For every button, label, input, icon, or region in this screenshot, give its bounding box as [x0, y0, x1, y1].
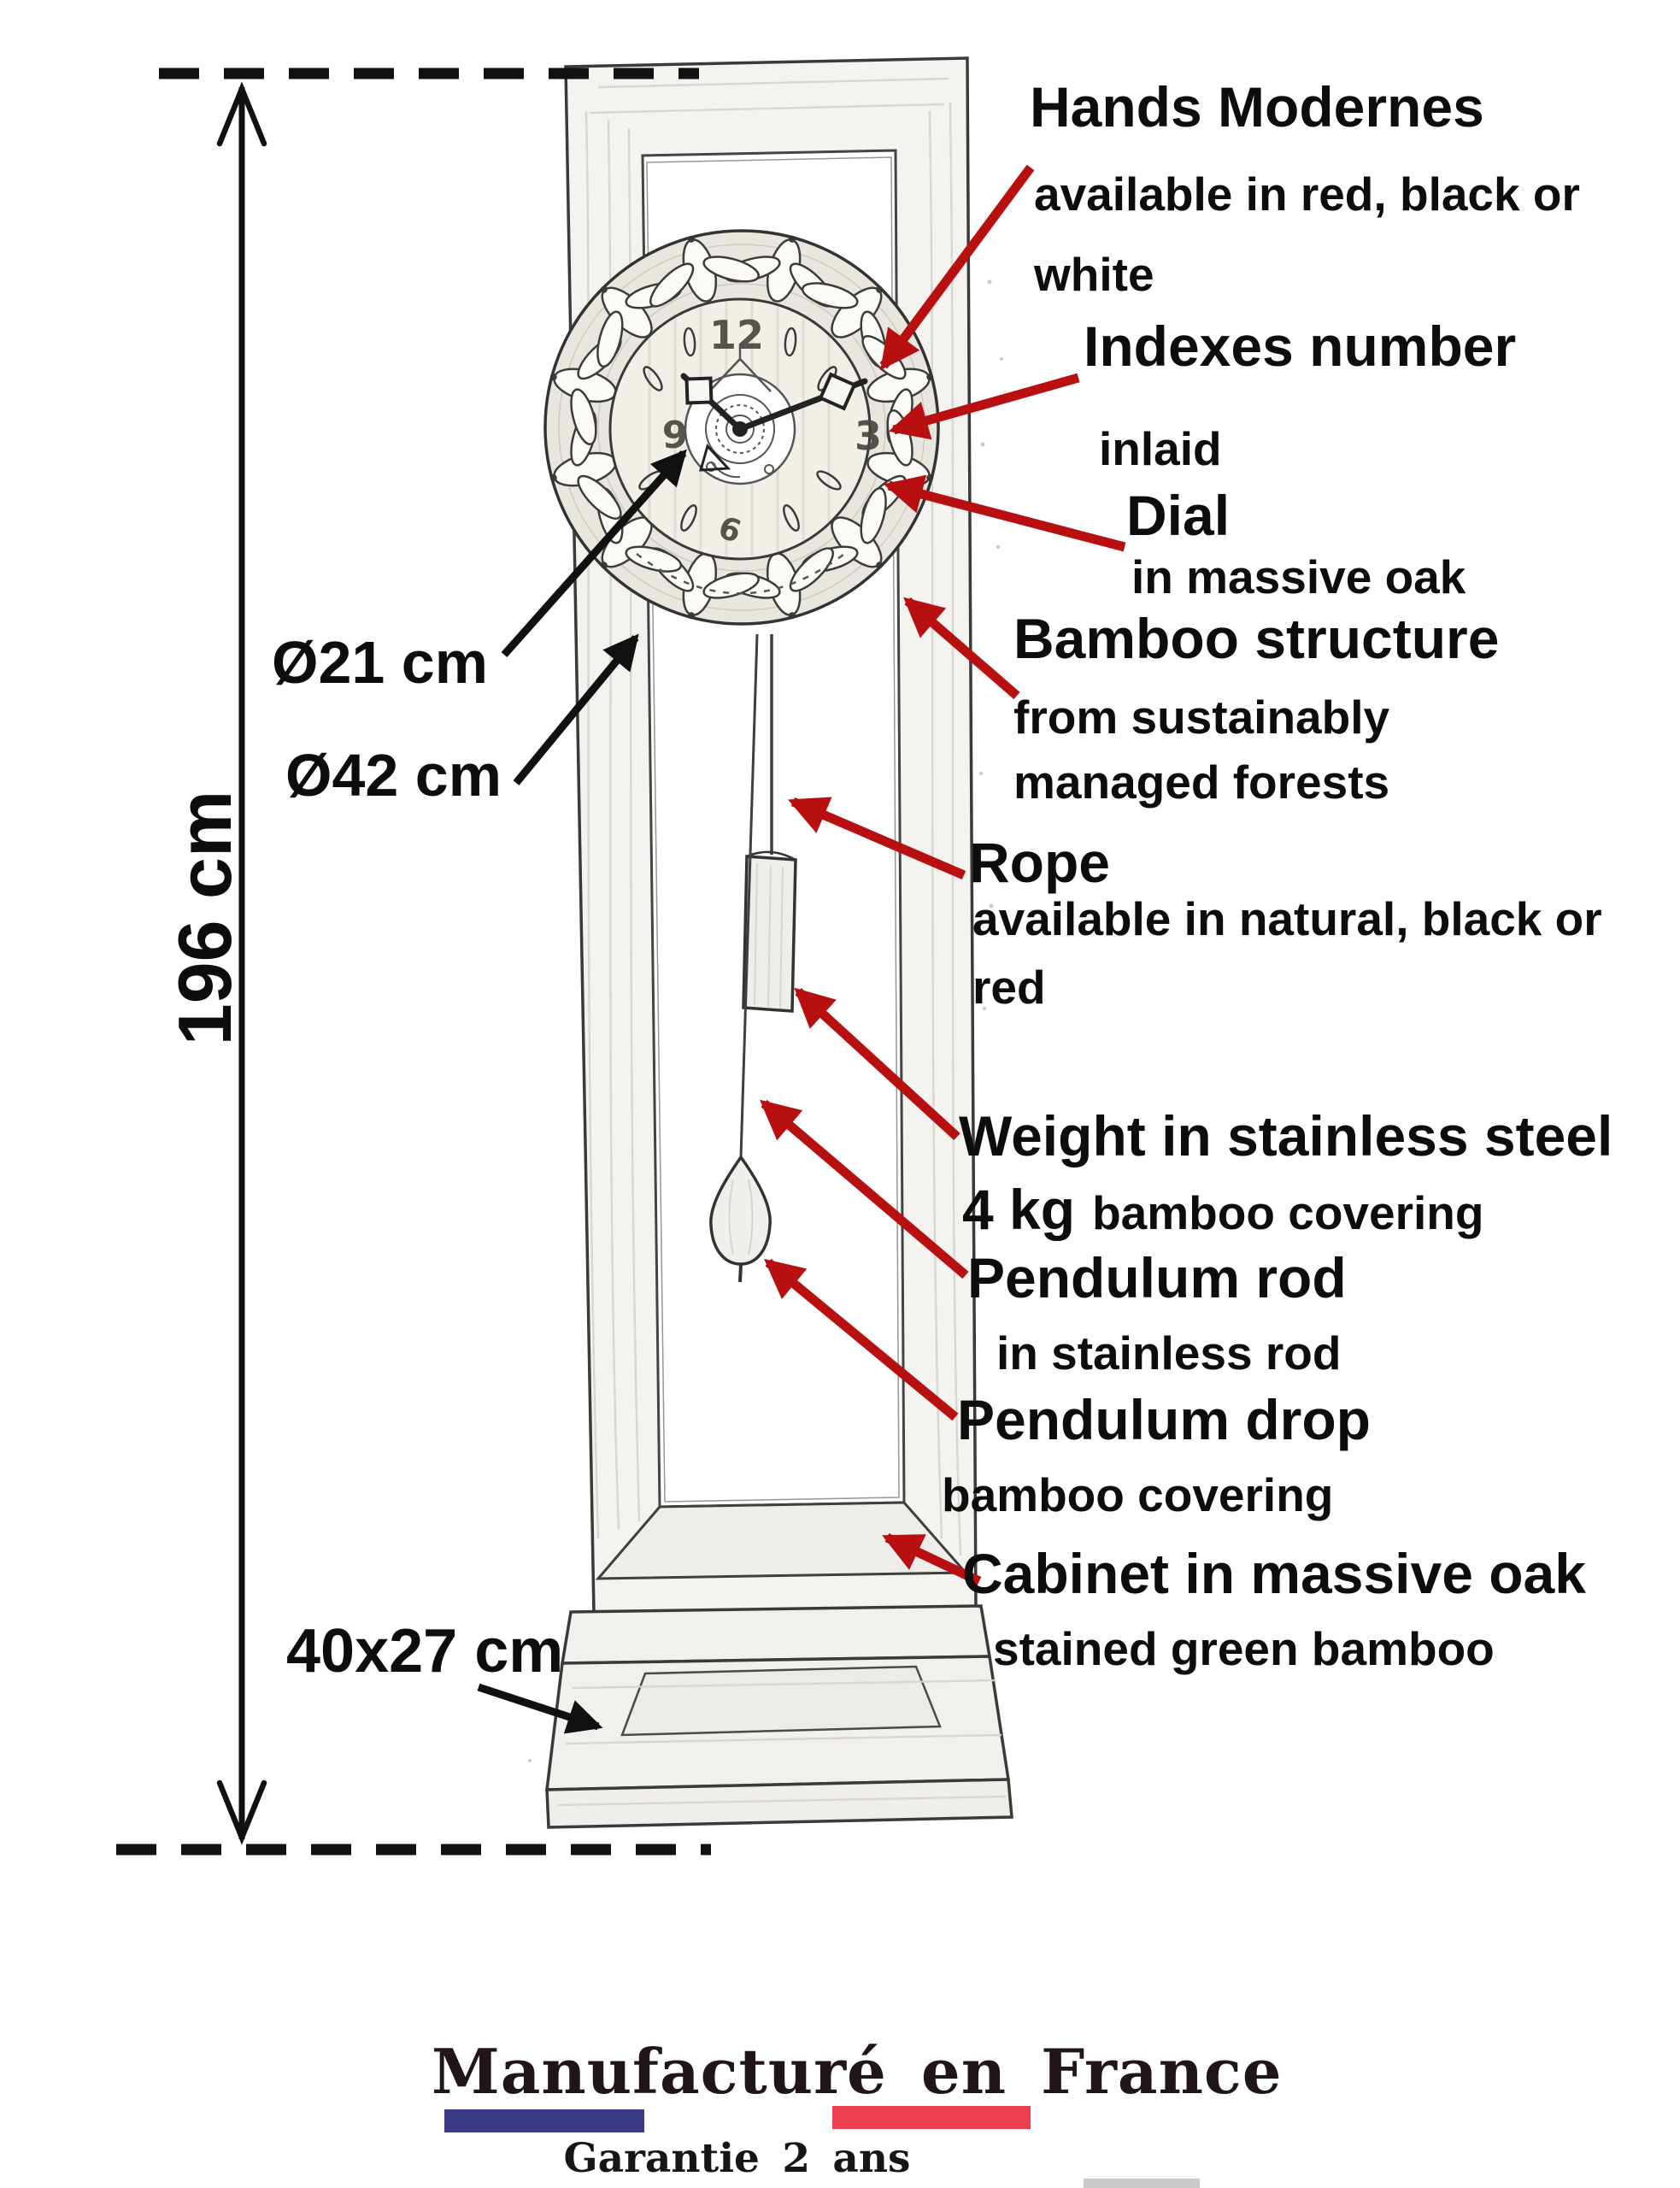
callout-bamboo-title: Bamboo structure [1013, 607, 1500, 670]
base-size-arrow [477, 1683, 603, 1734]
callout-weight-title: Weight in stainless steel [959, 1104, 1613, 1168]
warranty-text: Garantie 2 ans [563, 2135, 911, 2182]
rope-arrow [788, 797, 966, 880]
callout-rope-title: Rope [969, 831, 1110, 894]
numeral-9: 9 [662, 414, 689, 457]
bamboo-arrow [903, 597, 1020, 700]
callout-hands-sub1: available in red, black or [1034, 168, 1580, 221]
sketch-speckles [528, 279, 1003, 1762]
weight-mass-value: 4 kg [962, 1178, 1076, 1241]
callout-indexes-title: Indexes number [1084, 315, 1517, 378]
weight-covering-text: bamboo covering [1092, 1186, 1484, 1239]
base-size-label: 40x27 cm [286, 1617, 564, 1685]
hands-arrow [879, 164, 1035, 371]
callout-pendulum-drop-sub: bamboo covering [942, 1468, 1334, 1521]
structure-diameter-arrow [513, 633, 639, 785]
callout-dial-sub: in massive oak [1131, 550, 1466, 603]
height-dimension-label: 196 cm [162, 790, 247, 1046]
weight-cylinder [742, 850, 797, 1013]
pendulum-rod-arrow [760, 1099, 969, 1279]
cabinet-base [545, 1604, 1013, 1829]
callout-hands-title: Hands Modernes [1030, 75, 1484, 138]
numeral-12: 12 [709, 312, 764, 358]
callout-pendulum-rod-title: Pendulum rod [967, 1246, 1347, 1309]
numeral-3: 3 [855, 413, 882, 459]
black-arrows [477, 449, 687, 1734]
flag-red-bar [832, 2106, 1031, 2129]
callout-pendulum-drop-title: Pendulum drop [957, 1388, 1371, 1451]
callout-indexes-sub: inlaid [1099, 422, 1222, 475]
red-arrows [760, 164, 1126, 1585]
pendulum-drop-shape [709, 1154, 772, 1283]
indexes-arrow [888, 373, 1080, 440]
callout-rope-sub1: available in natural, black or [972, 892, 1602, 945]
weight-arrow [794, 987, 960, 1141]
dial-arrow [883, 474, 1126, 552]
callout-cabinet-title: Cabinet in massive oak [962, 1542, 1586, 1605]
callout-dial-title: Dial [1126, 484, 1231, 547]
callout-bamboo-sub1: from sustainably [1013, 691, 1390, 744]
callout-weight-subline: 4 kg bamboo covering [962, 1181, 1483, 1238]
dimension-dashed-lines [116, 68, 711, 1856]
callout-pendulum-rod-sub: in stainless rod [996, 1326, 1342, 1379]
structure-diameter-label: Ø42 cm [285, 742, 502, 809]
pendulum-drop-arrow [764, 1258, 959, 1421]
pendulum-rod-line [739, 633, 759, 1158]
height-measure-line [216, 81, 267, 1845]
callout-rope-sub2: red [972, 961, 1046, 1014]
clock-hands [680, 372, 868, 472]
callout-bamboo-sub2: managed forests [1013, 756, 1390, 809]
brand-logo-text: Manufacturé en France [432, 2035, 1283, 2108]
dial-diameter-label: Ø21 cm [272, 629, 488, 696]
callout-hands-sub2: white [1034, 248, 1154, 301]
callout-cabinet-sub: stained green bamboo [993, 1622, 1495, 1675]
clock-dial: 12 3 9 6 [608, 297, 882, 561]
cabinet-arrow [882, 1533, 982, 1585]
flag-blue-bar [444, 2109, 644, 2132]
hour-markers [638, 326, 842, 532]
scan-artifact-strip [1084, 2179, 1200, 2188]
dial-diameter-arrow [501, 449, 687, 657]
